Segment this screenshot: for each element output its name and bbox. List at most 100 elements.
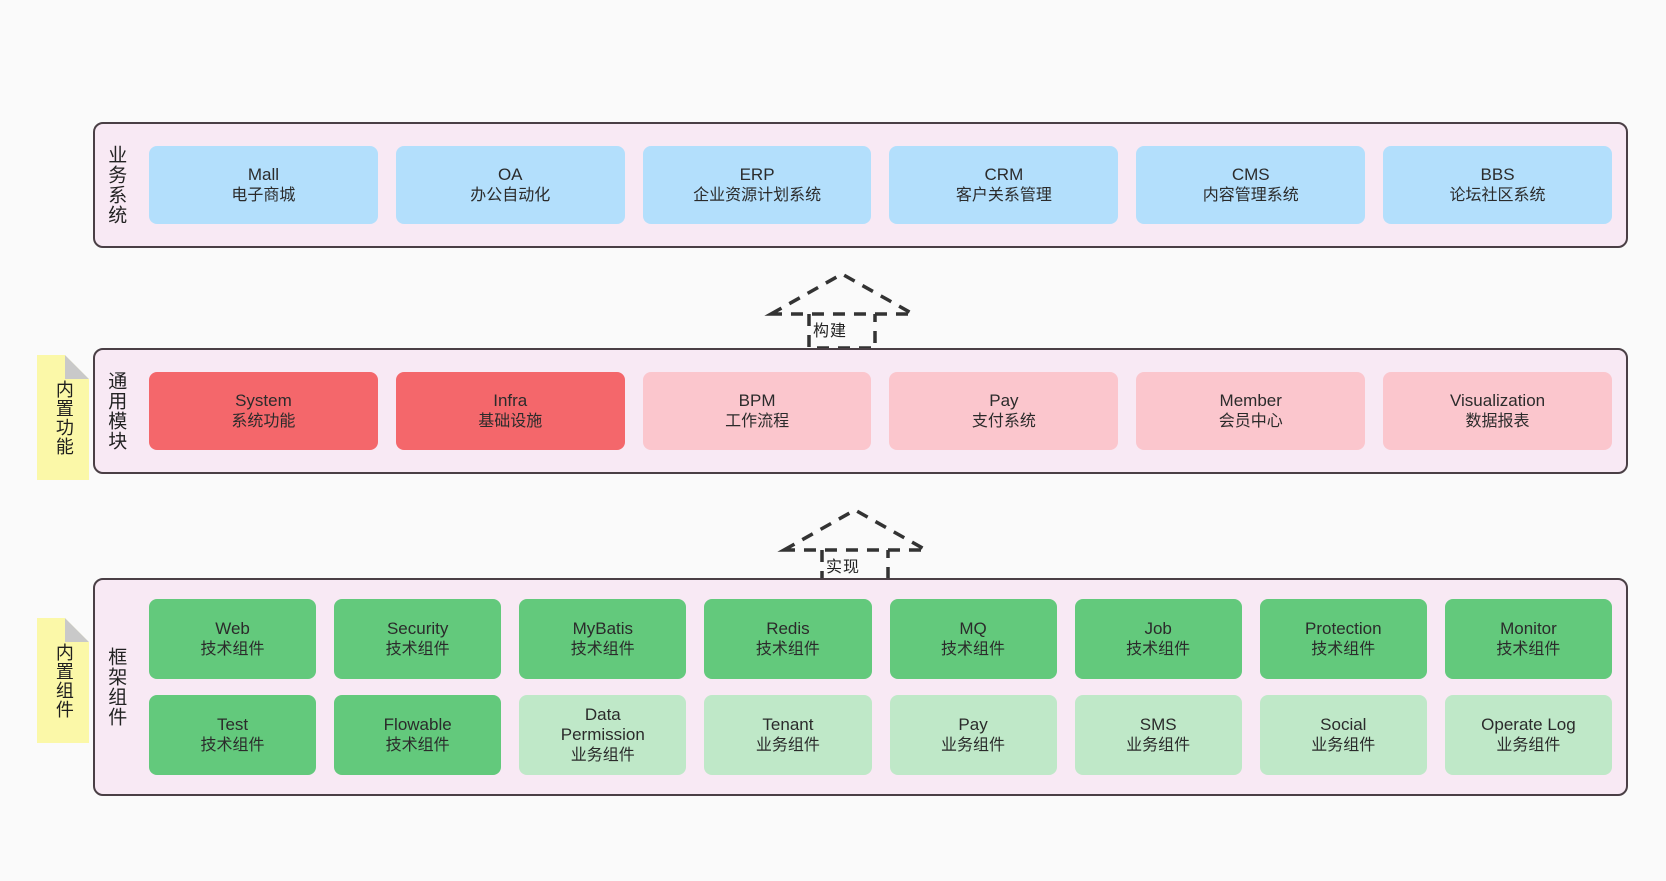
layer-body-business-system: Mall 电子商城 OA 办公自动化 ERP 企业资源计划系统 CRM 客户关系… bbox=[135, 124, 1626, 246]
card-title: MQ bbox=[959, 618, 987, 638]
card-web[interactable]: Web 技术组件 bbox=[149, 599, 317, 679]
card-subtitle: 业务组件 bbox=[755, 736, 820, 754]
layer-common-module[interactable]: 通用模块 System 系统功能 Infra 基础设施 BPM 工作流程 Pay… bbox=[93, 348, 1628, 474]
card-row: Mall 电子商城 OA 办公自动化 ERP 企业资源计划系统 CRM 客户关系… bbox=[149, 146, 1612, 224]
card-crm[interactable]: CRM 客户关系管理 bbox=[889, 146, 1119, 224]
card-subtitle: 技术组件 bbox=[755, 640, 820, 658]
card-title: Job bbox=[1144, 618, 1172, 638]
card-pay-module[interactable]: Pay 支付系统 bbox=[889, 372, 1119, 450]
card-redis[interactable]: Redis 技术组件 bbox=[704, 599, 872, 679]
card-infra[interactable]: Infra 基础设施 bbox=[395, 372, 625, 450]
card-subtitle: 办公自动化 bbox=[470, 186, 551, 204]
card-subtitle: 论坛社区系统 bbox=[1449, 186, 1546, 204]
connector-implement: 实现 bbox=[768, 498, 943, 586]
card-tenant[interactable]: Tenant 业务组件 bbox=[704, 695, 872, 775]
card-erp[interactable]: ERP 企业资源计划系统 bbox=[642, 146, 872, 224]
card-title: Monitor bbox=[1500, 618, 1557, 638]
layer-body-common-module: System 系统功能 Infra 基础设施 BPM 工作流程 Pay 支付系统… bbox=[135, 350, 1626, 472]
layer-framework-component[interactable]: 框架组件 Web 技术组件 Security 技术组件 MyBatis 技术组件… bbox=[93, 578, 1628, 796]
connector-implement-label: 实现 bbox=[826, 559, 861, 576]
card-bbs[interactable]: BBS 论坛社区系统 bbox=[1383, 146, 1612, 224]
card-title: SMS bbox=[1139, 714, 1177, 734]
card-subtitle: 内容管理系统 bbox=[1202, 186, 1299, 204]
note-builtin-component[interactable]: 内置组件 bbox=[37, 618, 89, 743]
card-title: Member bbox=[1219, 390, 1282, 410]
card-flowable[interactable]: Flowable 技术组件 bbox=[334, 695, 502, 775]
card-title: Web bbox=[215, 618, 250, 638]
card-subtitle: 技术组件 bbox=[385, 640, 450, 658]
card-row: Test 技术组件 Flowable 技术组件 Data Permission … bbox=[149, 695, 1612, 775]
card-bpm[interactable]: BPM 工作流程 bbox=[642, 372, 872, 450]
card-title: BPM bbox=[738, 390, 776, 410]
card-title: Tenant bbox=[762, 714, 814, 734]
note-builtin-function[interactable]: 内置功能 bbox=[37, 355, 89, 480]
card-subtitle: 技术组件 bbox=[941, 640, 1006, 658]
card-subtitle: 企业资源计划系统 bbox=[693, 186, 822, 204]
card-title: Data Permission bbox=[560, 704, 645, 745]
card-security[interactable]: Security 技术组件 bbox=[334, 599, 502, 679]
card-subtitle: 技术组件 bbox=[200, 640, 265, 658]
card-title: Operate Log bbox=[1481, 714, 1576, 734]
card-social[interactable]: Social 业务组件 bbox=[1259, 695, 1427, 775]
card-visualization[interactable]: Visualization 数据报表 bbox=[1383, 372, 1612, 450]
card-title: Test bbox=[216, 714, 249, 734]
card-subtitle: 系统功能 bbox=[231, 412, 296, 430]
card-protection[interactable]: Protection 技术组件 bbox=[1259, 599, 1427, 679]
card-subtitle: 会员中心 bbox=[1218, 412, 1283, 430]
layer-caption-business-system: 业务系统 bbox=[105, 145, 127, 225]
card-row: System 系统功能 Infra 基础设施 BPM 工作流程 Pay 支付系统… bbox=[149, 372, 1612, 450]
card-job[interactable]: Job 技术组件 bbox=[1074, 599, 1242, 679]
card-title: CRM bbox=[984, 164, 1024, 184]
card-member[interactable]: Member 会员中心 bbox=[1136, 372, 1366, 450]
note-label: 内置功能 bbox=[53, 379, 74, 456]
card-monitor[interactable]: Monitor 技术组件 bbox=[1444, 599, 1612, 679]
card-title: Protection bbox=[1305, 618, 1382, 638]
card-title: Visualization bbox=[1449, 390, 1546, 410]
card-subtitle: 业务组件 bbox=[1311, 736, 1376, 754]
connector-build-label: 构建 bbox=[813, 323, 848, 340]
card-title: Mall bbox=[247, 164, 279, 184]
card-subtitle: 技术组件 bbox=[1496, 640, 1561, 658]
card-subtitle: 支付系统 bbox=[971, 412, 1036, 430]
card-subtitle: 技术组件 bbox=[1126, 640, 1191, 658]
card-test[interactable]: Test 技术组件 bbox=[149, 695, 317, 775]
card-mybatis[interactable]: MyBatis 技术组件 bbox=[519, 599, 687, 679]
layer-caption-common-module: 通用模块 bbox=[105, 371, 127, 451]
card-sms[interactable]: SMS 业务组件 bbox=[1074, 695, 1242, 775]
card-system[interactable]: System 系统功能 bbox=[149, 372, 378, 450]
card-operate-log[interactable]: Operate Log 业务组件 bbox=[1444, 695, 1612, 775]
card-subtitle: 数据报表 bbox=[1465, 412, 1530, 430]
card-title: BBS bbox=[1480, 164, 1515, 184]
layer-body-framework-component: Web 技术组件 Security 技术组件 MyBatis 技术组件 Redi… bbox=[135, 580, 1626, 794]
card-oa[interactable]: OA 办公自动化 bbox=[395, 146, 625, 224]
card-title: MyBatis bbox=[572, 618, 634, 638]
card-subtitle: 电子商城 bbox=[231, 186, 296, 204]
note-label: 内置组件 bbox=[53, 642, 74, 719]
layer-business-system[interactable]: 业务系统 Mall 电子商城 OA 办公自动化 ERP 企业资源计划系统 CRM… bbox=[93, 122, 1628, 248]
card-data-permission[interactable]: Data Permission 业务组件 bbox=[519, 695, 687, 775]
card-subtitle: 客户关系管理 bbox=[955, 186, 1052, 204]
card-subtitle: 业务组件 bbox=[1496, 736, 1561, 754]
card-cms[interactable]: CMS 内容管理系统 bbox=[1136, 146, 1366, 224]
card-title: Infra bbox=[493, 390, 528, 410]
card-title: Pay bbox=[958, 714, 988, 734]
card-subtitle: 基础设施 bbox=[478, 412, 543, 430]
card-subtitle: 业务组件 bbox=[941, 736, 1006, 754]
card-title: Social bbox=[1320, 714, 1367, 734]
card-subtitle: 技术组件 bbox=[570, 640, 635, 658]
note-fold-corner-icon bbox=[65, 355, 89, 379]
note-fold-corner-icon bbox=[65, 618, 89, 642]
card-pay-component[interactable]: Pay 业务组件 bbox=[889, 695, 1057, 775]
card-title: Redis bbox=[766, 618, 810, 638]
card-title: CMS bbox=[1231, 164, 1270, 184]
card-mall[interactable]: Mall 电子商城 bbox=[149, 146, 378, 224]
card-row: Web 技术组件 Security 技术组件 MyBatis 技术组件 Redi… bbox=[149, 599, 1612, 679]
layer-caption-framework-component: 框架组件 bbox=[105, 647, 127, 727]
connector-build: 构建 bbox=[755, 262, 930, 350]
card-mq[interactable]: MQ 技术组件 bbox=[889, 599, 1057, 679]
card-subtitle: 工作流程 bbox=[725, 412, 790, 430]
card-title: ERP bbox=[739, 164, 775, 184]
card-title: Pay bbox=[989, 390, 1019, 410]
card-title: OA bbox=[497, 164, 523, 184]
